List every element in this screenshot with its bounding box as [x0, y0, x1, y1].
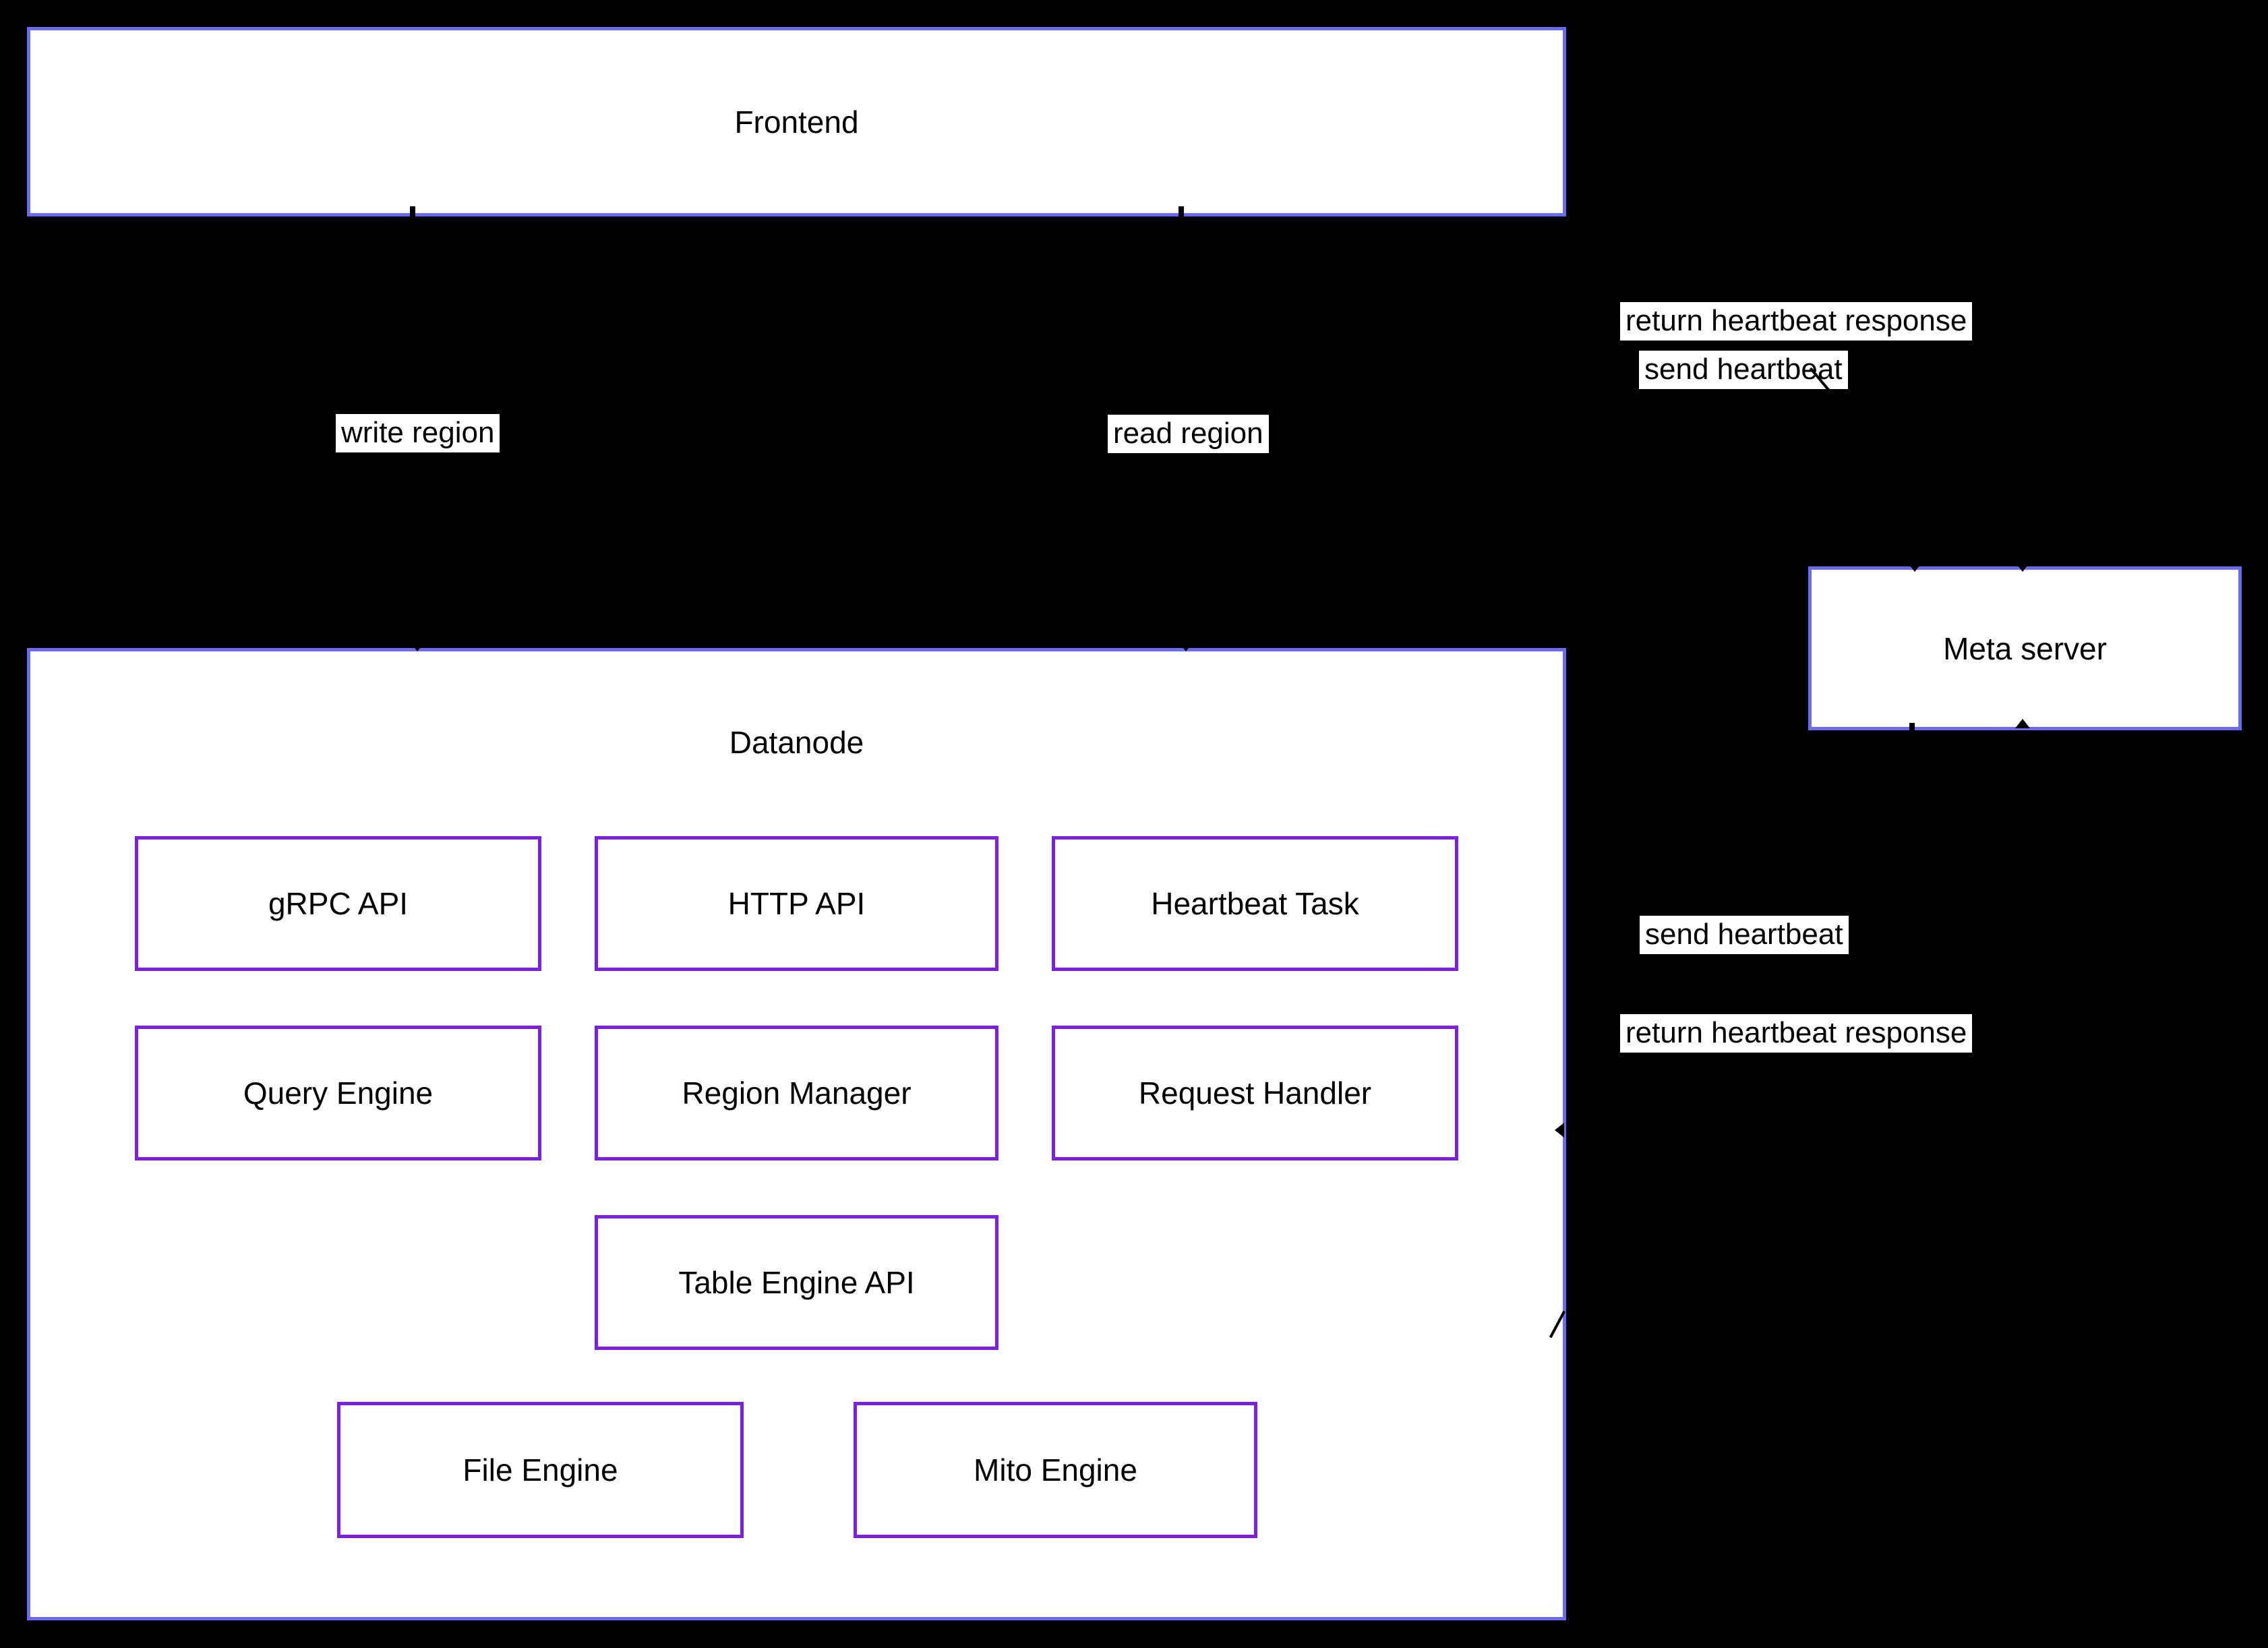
component-label: Heartbeat Task [1151, 886, 1359, 921]
datanode-node: Datanode gRPC API HTTP API Heartbeat Tas… [27, 648, 1566, 1620]
meta-server-node: Meta server [1808, 566, 2242, 730]
component-label: Query Engine [243, 1076, 434, 1111]
datanode-label: Datanode [729, 725, 864, 760]
component-label: gRPC API [268, 886, 409, 921]
edge-label-return-heartbeat-response-datanode: return heartbeat response [1620, 1014, 1973, 1053]
edge-label-read-region: read region [1108, 415, 1269, 454]
component-heartbeat-task: Heartbeat Task [1052, 836, 1458, 971]
component-http-api: HTTP API [595, 836, 998, 971]
arrowhead-meta-top-right [2015, 562, 2030, 572]
component-label: Mito Engine [974, 1452, 1137, 1488]
component-region-manager: Region Manager [595, 1026, 998, 1160]
arrow-tick-frontend-write [410, 206, 415, 217]
edge-label-return-heartbeat-response-frontend: return heartbeat response [1620, 302, 1973, 341]
edge-label-send-heartbeat-datanode: send heartbeat [1640, 916, 1849, 955]
edge-label-write-region: write region [336, 414, 500, 453]
component-grpc-api: gRPC API [135, 836, 541, 971]
component-label: Request Handler [1138, 1076, 1372, 1111]
component-mito-engine: Mito Engine [854, 1402, 1257, 1538]
component-file-engine: File Engine [337, 1402, 744, 1538]
component-label: HTTP API [727, 886, 866, 921]
arrowhead-meta-bottom [2015, 719, 2030, 728]
component-query-engine: Query Engine [135, 1026, 541, 1160]
component-label: Region Manager [682, 1076, 912, 1111]
arrow-tick-meta-bottom [1909, 723, 1915, 731]
arrowhead-meta-top-left [1907, 562, 1922, 572]
frontend-label: Frontend [734, 104, 859, 140]
arrowhead-datanode-right [1555, 1123, 1564, 1138]
arrowhead-datanode-read [1178, 642, 1193, 651]
edge-label-send-heartbeat-frontend: send heartbeat [1639, 351, 1848, 390]
meta-server-label: Meta server [1943, 630, 2107, 666]
component-table-engine-api: Table Engine API [595, 1215, 998, 1350]
component-label: File Engine [462, 1452, 618, 1488]
arrow-tick-frontend-read [1178, 206, 1184, 217]
arrowhead-datanode-write [410, 642, 425, 651]
component-request-handler: Request Handler [1052, 1026, 1458, 1160]
component-label: Table Engine API [678, 1265, 915, 1300]
frontend-node: Frontend [27, 27, 1566, 216]
